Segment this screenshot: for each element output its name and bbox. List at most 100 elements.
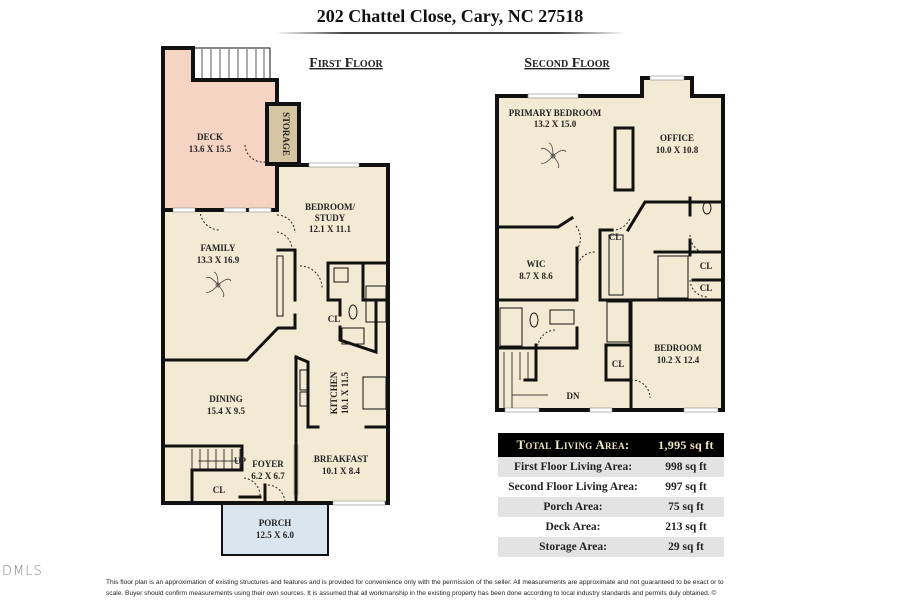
bathtub: [365, 285, 387, 323]
first-floor-interior: [163, 165, 388, 503]
kitchen-sink-counter: [362, 376, 387, 410]
bedroom-study-label: BEDROOM/: [305, 202, 356, 212]
title-underline: [275, 32, 625, 34]
deck-stairs: [192, 47, 271, 81]
second-floor-heading: Second Floor: [524, 56, 610, 71]
washer-dryer: [606, 301, 630, 343]
stove: [341, 327, 365, 345]
kitchen-label: KITCHEN: [329, 371, 339, 414]
storage-room: [265, 102, 301, 166]
row-label: Storage Area:: [539, 541, 607, 553]
table-row: Storage Area: 29 sq ft: [498, 537, 724, 557]
toilet: [529, 312, 539, 328]
row-value: 213 sq ft: [665, 521, 707, 533]
bedroom-study-dims: 12.1 X 11.1: [309, 224, 352, 234]
second-floor-stairs: [503, 352, 548, 408]
deck-label: DECK: [197, 132, 223, 142]
row-value: 997 sq ft: [665, 481, 707, 493]
window: [504, 407, 540, 413]
interior-walls: [161, 248, 390, 505]
table-row: Porch Area: 75 sq ft: [498, 497, 724, 517]
window: [527, 93, 579, 99]
window: [332, 500, 386, 506]
row-value: 998 sq ft: [665, 461, 707, 473]
row-value: 75 sq ft: [668, 501, 704, 513]
ceiling-fan-icon: [540, 142, 567, 169]
closet-label: CL: [328, 314, 341, 324]
bathtub: [499, 307, 523, 347]
row-value: 29 sq ft: [668, 541, 704, 553]
closet-label: CL: [700, 283, 713, 293]
first-floor-stairs: [191, 449, 241, 470]
window: [649, 75, 685, 81]
window: [308, 162, 360, 168]
wic-label: WIC: [526, 259, 545, 269]
porch-dims: 12.5 X 6.0: [256, 530, 294, 540]
deck-stair-treads: [201, 49, 265, 78]
primary-bedroom-label: PRIMARY BEDROOM: [509, 108, 602, 118]
storage-label: STORAGE: [281, 112, 291, 156]
wic-dims: 8.7 X 8.6: [519, 271, 553, 281]
first-floor-plan: DECK 13.6 X 15.5 STORAGE BEDROOM/ STUDY …: [161, 46, 390, 556]
fireplace: [276, 255, 284, 317]
toilet: [348, 304, 358, 320]
table-row: First Floor Living Area: 998 sq ft: [498, 457, 724, 477]
deck-dims: 13.6 X 15.5: [189, 144, 232, 154]
foyer-label: FOYER: [252, 459, 284, 469]
closet-label: CL: [612, 359, 625, 369]
row-label: Deck Area:: [545, 521, 601, 533]
window: [248, 207, 272, 213]
window: [683, 407, 719, 413]
disclaimer-line-1: This floor plan is an approximation of e…: [106, 579, 724, 586]
breakfast-label: BREAKFAST: [314, 454, 368, 464]
disclaimer-line-2: scale. Buyer should confirm measurements…: [106, 590, 717, 597]
refrigerator: [299, 369, 309, 391]
foyer-dims: 6.2 X 6.7: [251, 471, 285, 481]
second-floor-interior: [497, 78, 723, 410]
shower: [657, 255, 689, 299]
exterior-walls: [495, 76, 725, 412]
double-vanity: [608, 234, 624, 296]
disclaimer: This floor plan is an approximation of e…: [106, 577, 796, 599]
office-label: OFFICE: [660, 133, 694, 143]
property-address-title: 202 Chattel Close, Cary, NC 27518: [316, 6, 584, 26]
kitchen-dims: 10.1 X 11.5: [340, 372, 350, 415]
window: [223, 207, 247, 213]
dining-label: DINING: [209, 394, 243, 404]
table-row: Deck Area: 213 sq ft: [498, 517, 724, 537]
toilet: [702, 201, 712, 215]
door-swings: [199, 144, 323, 504]
total-living-area-row: Total Living Area: 1,995 sq ft: [498, 433, 724, 457]
mls-logo: DMLS: [2, 564, 43, 579]
closet-label: CL: [700, 261, 713, 271]
family-dims: 13.3 X 16.9: [197, 255, 240, 265]
primary-bedroom-dims: 13.2 X 15.0: [534, 119, 577, 129]
second-floor-plan: PRIMARY BEDROOM 13.2 X 15.0 OFFICE 10.0 …: [495, 75, 725, 413]
row-label: Second Floor Living Area:: [508, 481, 638, 493]
porch-label: PORCH: [259, 518, 292, 528]
deck-outline: [161, 46, 279, 106]
closet-label: CL: [609, 232, 622, 242]
dining-dims: 15.4 X 9.5: [207, 406, 245, 416]
deck-area: [163, 48, 277, 210]
bedroom-label: BEDROOM: [654, 343, 702, 353]
row-value: 1,995 sq ft: [658, 437, 714, 452]
door-swings: [537, 217, 709, 399]
row-label: Porch Area:: [543, 501, 603, 513]
bathroom-sink: [549, 309, 575, 325]
interior-walls: [495, 126, 725, 412]
porch-area: [221, 502, 329, 556]
first-floor-heading: First Floor: [309, 56, 383, 71]
window: [589, 407, 613, 413]
ceiling-fan-icon: [205, 271, 232, 298]
window: [172, 207, 196, 213]
bedroom-dims: 10.2 X 12.4: [657, 355, 700, 365]
closet-label: CL: [213, 485, 226, 495]
pantry: [299, 391, 309, 407]
stairs-up-label: UP: [234, 456, 246, 466]
table-row: Second Floor Living Area: 997 sq ft: [498, 477, 724, 497]
area-summary-table: Total Living Area: 1,995 sq ft First Flo…: [498, 433, 724, 557]
row-label: First Floor Living Area:: [513, 461, 633, 473]
bathroom-sink: [333, 267, 349, 283]
